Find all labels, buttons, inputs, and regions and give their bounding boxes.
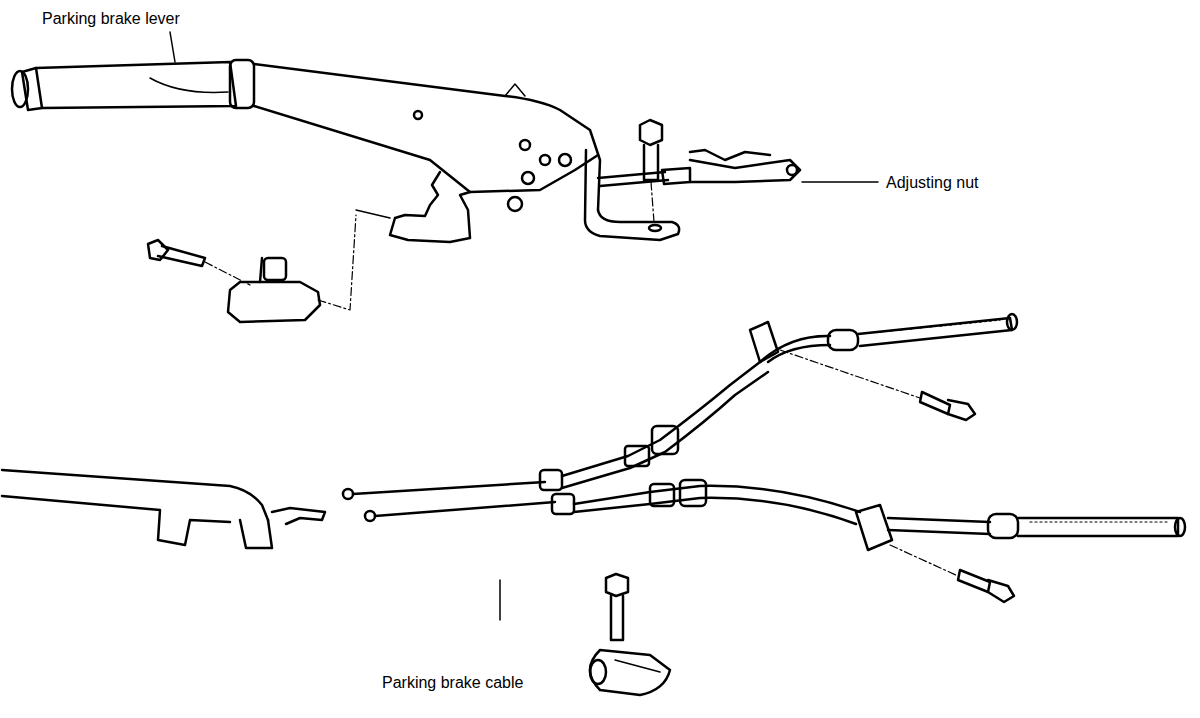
parking-brake-cable — [343, 314, 1185, 550]
part-label: Parking brake cable — [380, 674, 525, 692]
lever-stub — [2, 470, 325, 548]
brake-switch — [148, 215, 356, 322]
bolts-and-clip — [500, 350, 1014, 695]
part-label: Parking brake lever — [40, 10, 182, 28]
part-label: Adjusting nut — [884, 174, 981, 192]
brake-lever — [12, 60, 679, 242]
bolt — [640, 120, 662, 222]
leader-line — [170, 32, 175, 62]
adjusting-nut-assembly — [598, 150, 878, 186]
